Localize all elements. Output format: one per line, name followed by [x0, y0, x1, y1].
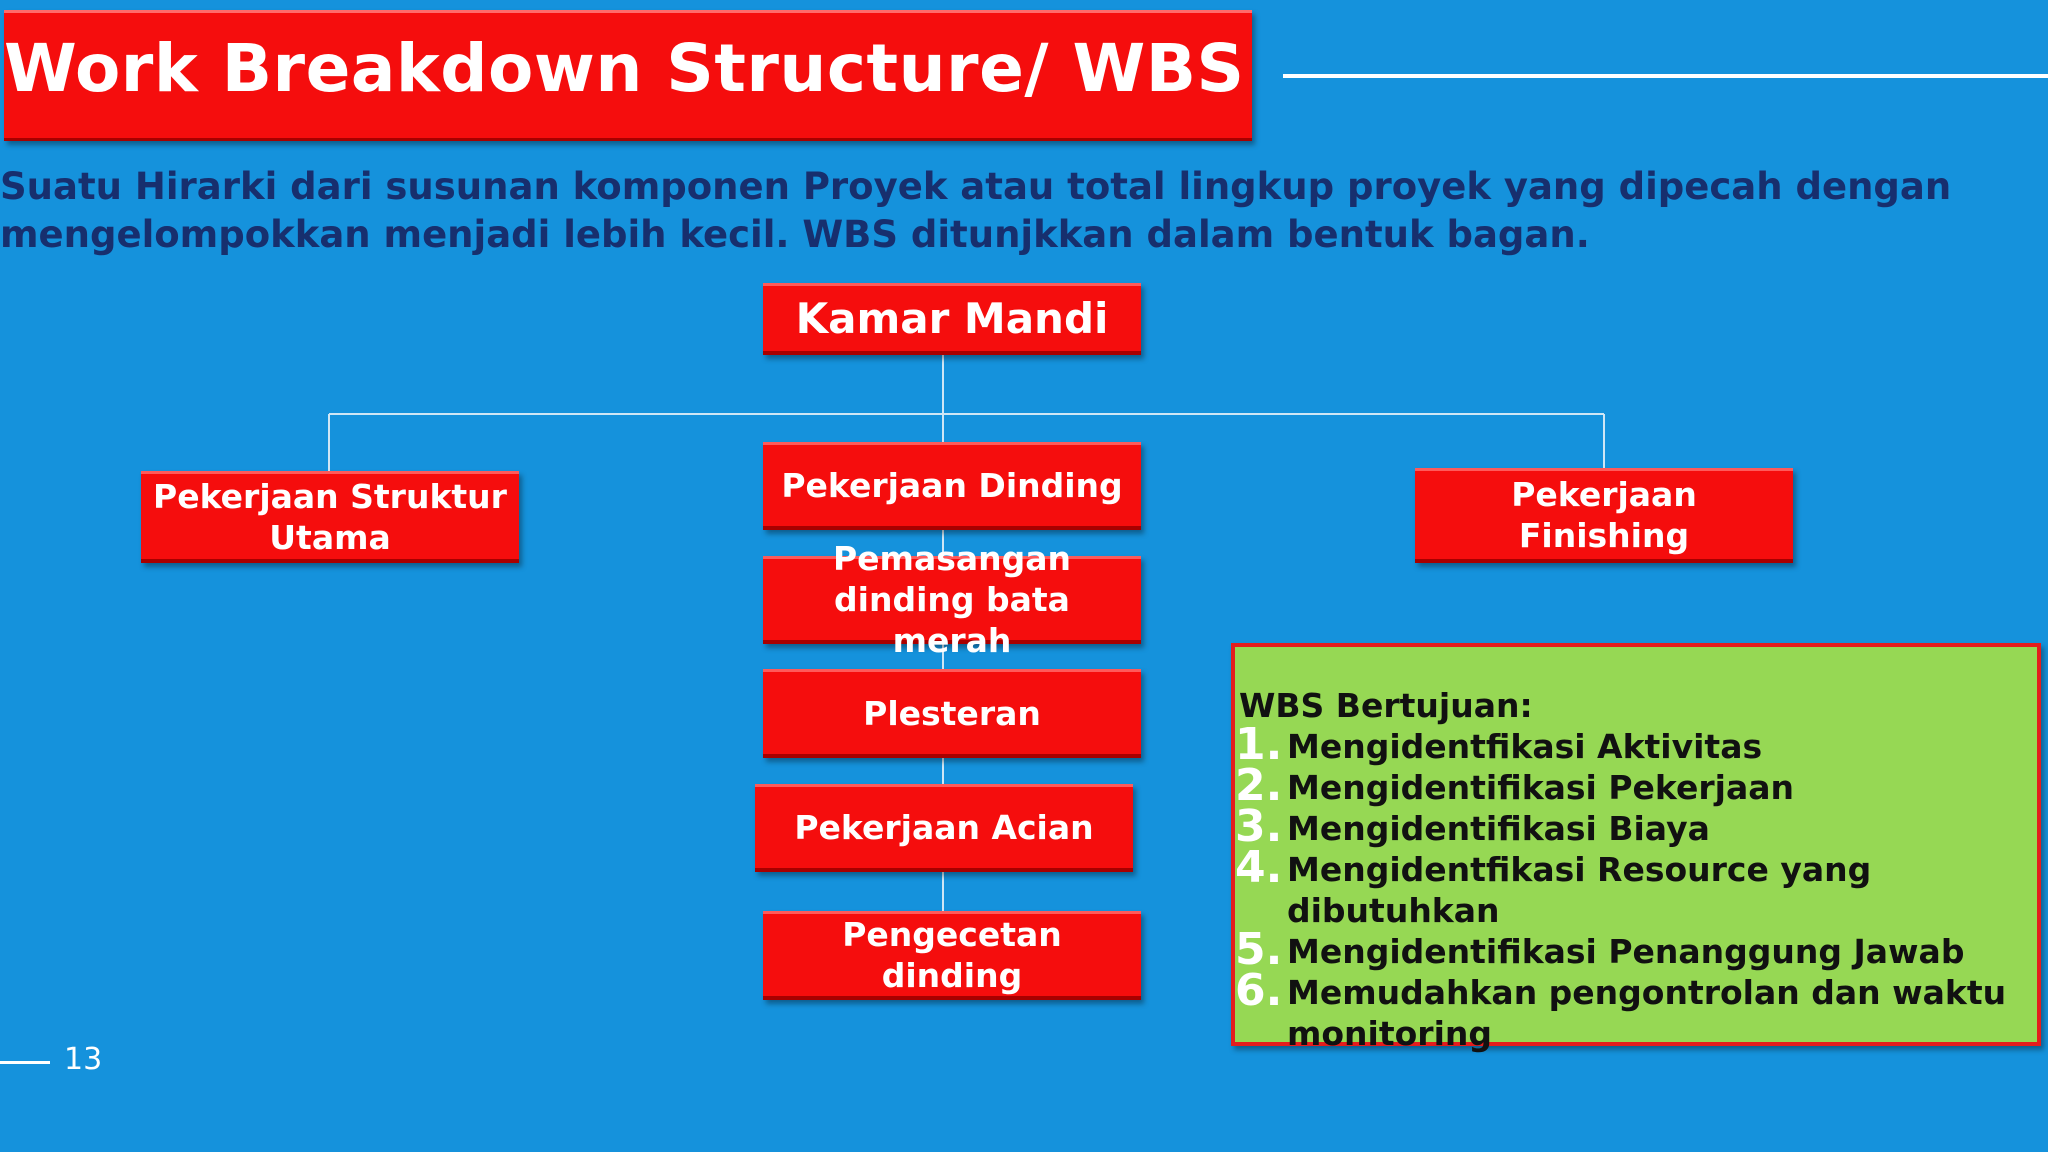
slide-title: Work Breakdown Structure/ WBS [4, 30, 1245, 107]
goal-text: Mengidentifikasi Penanggung Jawab [1287, 932, 1965, 971]
title-banner [4, 10, 1252, 141]
wbs-node-pengecetan: Pengecetan dinding [763, 911, 1141, 1000]
goal-number: 1. [1235, 719, 1283, 770]
goal-item: 1. Mengidentfikasi Aktivitas [1235, 722, 2025, 767]
goal-number: 4. [1235, 842, 1283, 893]
goal-text: Mengidentifikasi Biaya [1287, 809, 1710, 848]
goal-number: 2. [1235, 760, 1283, 811]
wbs-node-acian: Pekerjaan Acian [755, 784, 1133, 872]
wbs-node-struktur-utama: Pekerjaan Struktur Utama [141, 471, 519, 563]
subtitle-line-1: Suatu Hirarki dari susunan komponen Proy… [0, 165, 1952, 208]
goal-item: 3. Mengidentifikasi Biaya [1235, 804, 2025, 849]
goal-item: 2. Mengidentifikasi Pekerjaan [1235, 763, 2025, 808]
goal-item: 5. Mengidentifikasi Penanggung Jawab [1235, 927, 2025, 972]
wbs-goals-box: WBS Bertujuan: 1. Mengidentfikasi Aktivi… [1231, 643, 2041, 1053]
goal-text: Mengidentifikasi Pekerjaan [1287, 768, 1794, 807]
goals-list: 1. Mengidentfikasi Aktivitas 2. Mengiden… [1235, 722, 2025, 1054]
goal-text: Mengidentfikasi Resource yang dibutuhkan [1287, 850, 1872, 930]
title-divider-line [1283, 74, 2048, 78]
goal-item: 6. Memudahkan pengontrolan dan waktu mon… [1235, 968, 2025, 1054]
goal-text: Memudahkan pengontrolan dan waktu monito… [1287, 973, 2007, 1053]
goal-number: 5. [1235, 924, 1283, 975]
wbs-node-dinding: Pekerjaan Dinding [763, 442, 1141, 530]
goal-text: Mengidentfikasi Aktivitas [1287, 727, 1763, 766]
wbs-node-root: Kamar Mandi [763, 283, 1141, 355]
wbs-node-bata-merah: Pemasangan dinding bata merah [763, 539, 1141, 660]
goal-number: 6. [1235, 965, 1283, 1016]
goal-item: 4. Mengidentfikasi Resource yang dibutuh… [1235, 845, 2025, 931]
wbs-node-finishing: Pekerjaan Finishing [1415, 468, 1793, 563]
page-number-line [0, 1061, 50, 1064]
goal-number: 3. [1235, 801, 1283, 852]
subtitle-line-2: mengelompokkan menjadi lebih kecil. WBS … [0, 213, 1590, 256]
page-number: 13 [64, 1042, 103, 1077]
goals-heading: WBS Bertujuan: [1239, 686, 1533, 725]
slide-subtitle: Suatu Hirarki dari susunan komponen Proy… [0, 163, 1952, 259]
wbs-node-plesteran: Plesteran [763, 669, 1141, 758]
